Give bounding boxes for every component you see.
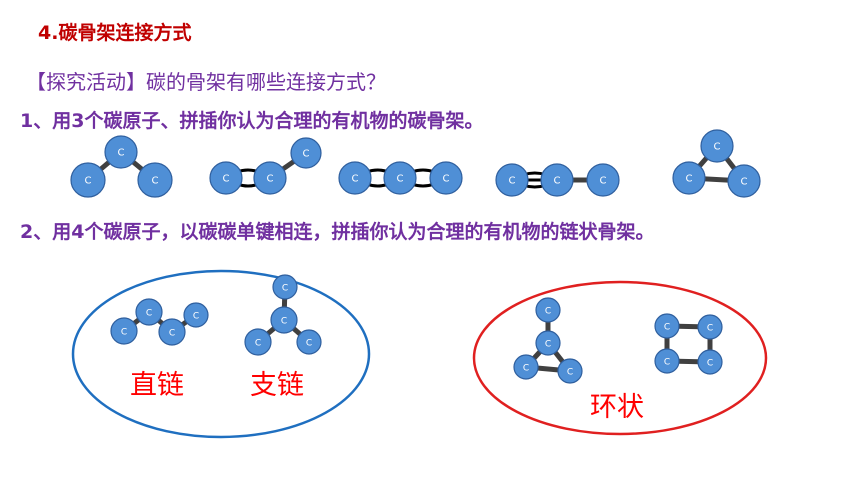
carbon-atom-label: C: [554, 176, 561, 187]
carbon-atom-label: C: [741, 177, 748, 188]
carbon-atom-label: C: [664, 323, 670, 333]
carbon-atom-label: C: [443, 174, 450, 185]
ring-ellipse: [472, 280, 768, 436]
carbon-atom: C: [495, 163, 529, 197]
carbon-atoms: C C C C C C C C C C C C C C C C C C C C C C C C C C C C C C C: [70, 129, 761, 384]
carbon-atom: C: [557, 358, 583, 384]
carbon-atom-label: C: [223, 174, 230, 185]
question-1: 1、用3个碳原子、拼插你认为合理的有机物的碳骨架。: [20, 110, 484, 132]
carbon-atom: C: [383, 161, 417, 195]
carbon-atom-label: C: [523, 364, 529, 374]
carbon-atom: C: [137, 162, 173, 198]
carbon-atom-label: C: [707, 324, 713, 334]
carbon-atom: C: [158, 318, 186, 346]
carbon-atom: C: [183, 302, 209, 328]
carbon-atom: C: [727, 164, 761, 198]
carbon-atom-label: C: [267, 174, 274, 185]
carbon-atom: C: [270, 306, 298, 334]
carbon-atom-label: C: [169, 329, 175, 339]
carbon-atom-label: C: [121, 328, 127, 338]
carbon-atom: C: [697, 349, 723, 375]
carbon-atom-label: C: [600, 176, 607, 187]
label-straight-chain: 直链: [130, 370, 184, 401]
carbon-atom-label: C: [152, 176, 159, 187]
carbon-atom-label: C: [714, 142, 721, 153]
carbon-atom-label: C: [686, 174, 693, 185]
carbon-atom: C: [429, 161, 463, 195]
carbon-atom: C: [338, 161, 372, 195]
carbon-atom-label: C: [193, 312, 199, 322]
carbon-atom-label: C: [255, 339, 261, 349]
label-branched-chain: 支链: [250, 370, 304, 401]
question-2: 2、用4个碳原子，以碳碳单键相连，拼插你认为合理的有机物的链状骨架。: [20, 221, 655, 243]
carbon-atom: C: [135, 298, 163, 326]
carbon-atom-label: C: [281, 317, 287, 327]
carbon-atom: C: [209, 161, 243, 195]
carbon-atom-label: C: [545, 307, 551, 317]
activity-heading: 【探究活动】碳的骨架有哪些连接方式？: [26, 70, 386, 94]
carbon-atom-label: C: [118, 148, 125, 159]
carbon-atom: C: [586, 163, 620, 197]
carbon-atom: C: [700, 129, 734, 163]
carbon-atom: C: [70, 162, 106, 198]
carbon-atom-label: C: [664, 358, 670, 368]
carbon-atom-label: C: [146, 309, 152, 319]
carbon-atom-label: C: [85, 176, 92, 187]
carbon-atom-label: C: [545, 340, 551, 350]
carbon-atom: C: [104, 135, 138, 169]
carbon-atom-label: C: [397, 174, 404, 185]
straight-branched-ellipse: [71, 269, 371, 439]
carbon-atom: C: [535, 297, 561, 323]
section-title: 4.碳骨架连接方式: [38, 22, 192, 44]
carbon-atom: C: [296, 329, 322, 355]
carbon-atom-label: C: [707, 359, 713, 369]
carbon-atom: C: [697, 314, 723, 340]
carbon-atom-label: C: [306, 339, 312, 349]
carbon-atom: C: [290, 137, 322, 169]
carbon-atom-label: C: [303, 149, 310, 160]
carbon-atom: C: [672, 161, 706, 195]
carbon-atom: C: [513, 354, 539, 380]
carbon-atom: C: [540, 163, 574, 197]
carbon-atom: C: [654, 313, 680, 339]
carbon-atom-label: C: [282, 284, 288, 294]
carbon-atom: C: [110, 317, 138, 345]
carbon-atom-label: C: [567, 368, 573, 378]
carbon-atom: C: [272, 274, 298, 300]
label-ring: 环状: [590, 392, 644, 423]
carbon-atom-label: C: [352, 174, 359, 185]
carbon-atom: C: [244, 328, 272, 356]
carbon-atom: C: [535, 330, 561, 356]
carbon-atom: C: [253, 161, 287, 195]
carbon-atom: C: [654, 348, 680, 374]
carbon-atom-label: C: [509, 176, 516, 187]
